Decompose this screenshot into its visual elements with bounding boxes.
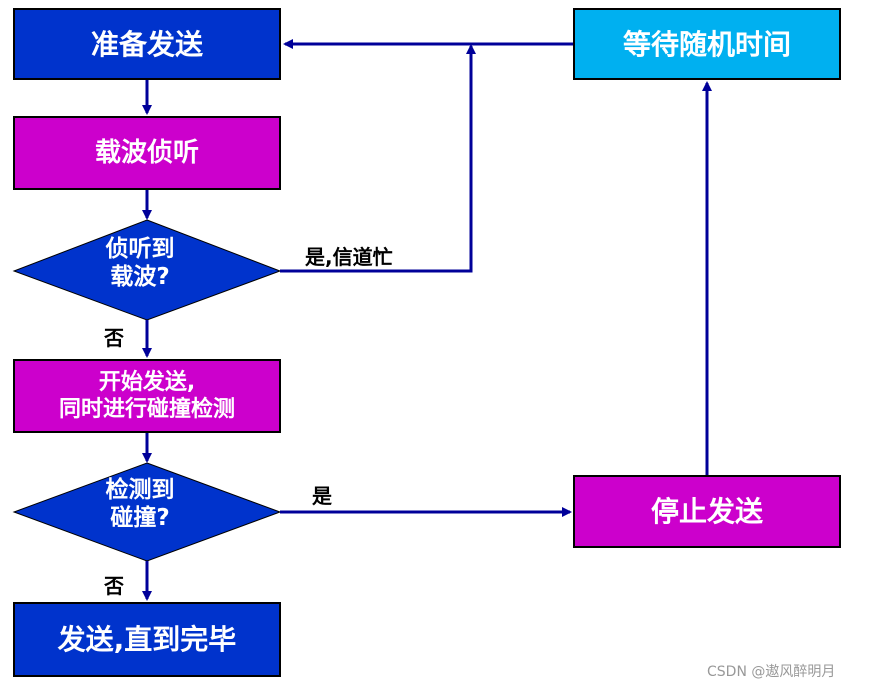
- node-wait-random-label: 等待随机时间: [622, 27, 791, 61]
- decision-detect-collision-label: 检测到 碰撞?: [80, 477, 200, 532]
- edge-label-yes-collision: 是: [312, 484, 332, 508]
- watermark: CSDN @遨风醉明月: [707, 664, 836, 680]
- node-carrier-sense: 载波侦听: [13, 116, 281, 190]
- edge-label-no-2: 否: [104, 574, 124, 598]
- decision-detect-carrier-label: 侦听到 载波?: [80, 236, 200, 291]
- node-stop-send-label: 停止发送: [650, 495, 763, 528]
- decision-detect-collision-line1: 检测到: [105, 477, 175, 503]
- node-start-send-line2: 同时进行碰撞检测: [58, 397, 235, 422]
- node-prepare-send: 准备发送: [13, 8, 281, 80]
- edge-label-no-1: 否: [104, 326, 124, 350]
- node-wait-random: 等待随机时间: [573, 8, 841, 80]
- node-start-send: 开始发送, 同时进行碰撞检测: [13, 359, 281, 433]
- decision-detect-carrier-line2: 载波?: [110, 263, 170, 290]
- node-start-send-line1: 开始发送,: [98, 369, 196, 395]
- node-send-until-done-label: 发送,直到完毕: [57, 623, 237, 656]
- node-stop-send: 停止发送: [573, 475, 841, 548]
- node-send-until-done: 发送,直到完毕: [13, 602, 281, 677]
- arrow-busy-branch: [280, 44, 476, 273]
- node-carrier-sense-label: 载波侦听: [94, 137, 199, 168]
- decision-detect-carrier-line1: 侦听到: [105, 236, 175, 262]
- decision-detect-collision-line2: 碰撞?: [110, 504, 170, 531]
- node-prepare-send-label: 准备发送: [90, 27, 203, 61]
- edge-label-yes-busy: 是,信道忙: [305, 245, 393, 269]
